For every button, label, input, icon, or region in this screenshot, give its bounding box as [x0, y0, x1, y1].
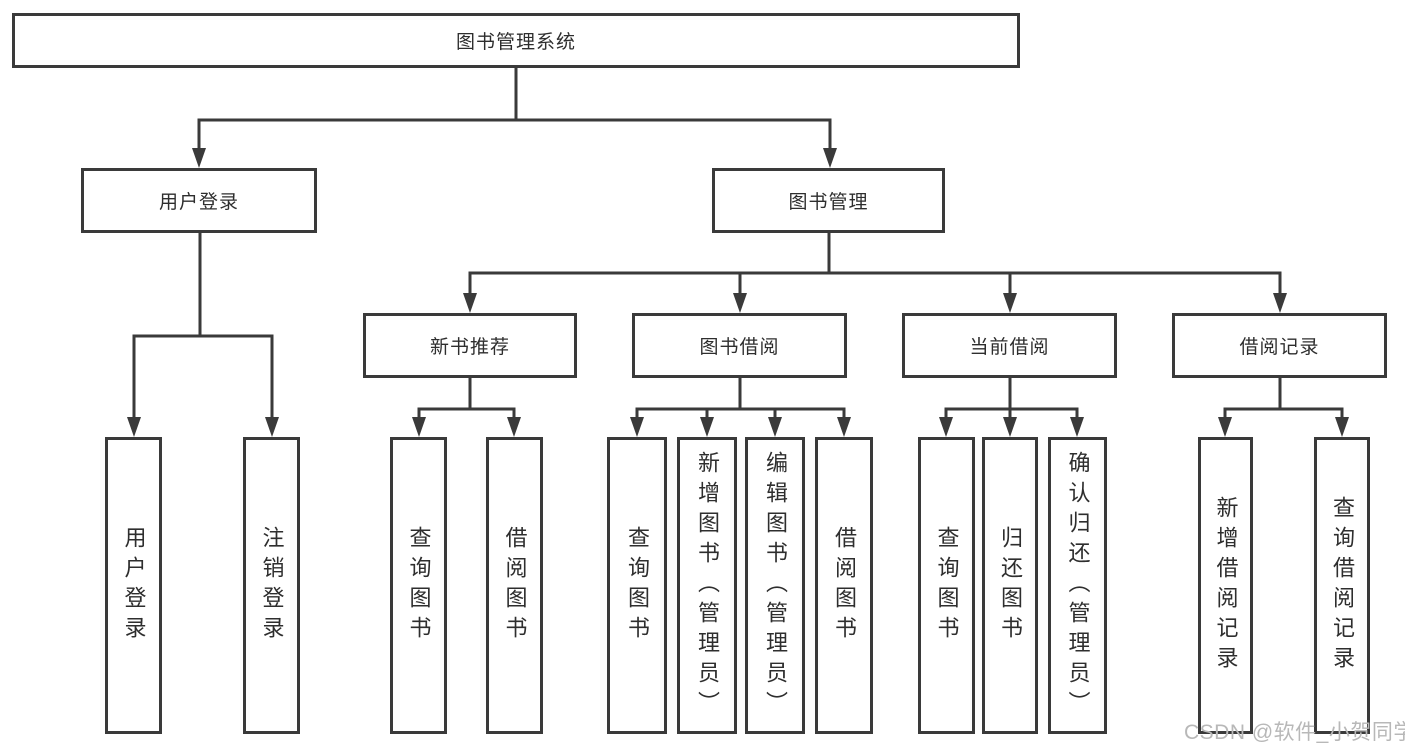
leaf-current-return-book: 归还图书 [982, 437, 1038, 734]
node-borrow-records: 借阅记录 [1172, 313, 1387, 378]
node-label: 查询图书 [406, 525, 432, 646]
node-label: 新增借阅记录 [1213, 495, 1239, 676]
leaf-borrow-query-book: 查询图书 [607, 437, 667, 734]
node-user-login: 用户登录 [81, 168, 317, 233]
node-label: 归还图书 [998, 525, 1023, 646]
node-label: 新书推荐 [429, 337, 510, 358]
node-label: 图书管理系统 [455, 32, 576, 53]
node-label: 图书借阅 [699, 337, 780, 358]
node-label: 图书管理 [788, 192, 869, 213]
node-label: 编辑图书（管理员） [763, 450, 788, 721]
node-current-borrowing: 当前借阅 [902, 313, 1117, 378]
leaf-user-login: 用户登录 [105, 437, 162, 734]
node-library-system: 图书管理系统 [12, 13, 1020, 68]
node-label: 确认归还（管理员） [1065, 450, 1091, 721]
leaf-logout: 注销登录 [243, 437, 300, 734]
leaf-current-confirm-return-admin: 确认归还（管理员） [1048, 437, 1107, 734]
node-label: 用户登录 [121, 525, 147, 646]
leaf-borrow-add-book-admin: 新增图书（管理员） [677, 437, 737, 734]
node-label: 查询图书 [625, 525, 650, 646]
node-label: 借阅记录 [1239, 337, 1320, 358]
node-book-management: 图书管理 [712, 168, 945, 233]
node-label: 用户登录 [158, 192, 239, 213]
leaf-recommend-borrow-book: 借阅图书 [486, 437, 543, 734]
node-label: 当前借阅 [969, 337, 1050, 358]
node-new-book-recommend: 新书推荐 [363, 313, 577, 378]
node-label: 查询借阅记录 [1330, 495, 1355, 676]
node-label: 注销登录 [259, 525, 285, 646]
node-book-borrowing: 图书借阅 [632, 313, 847, 378]
leaf-records-add-record: 新增借阅记录 [1198, 437, 1253, 734]
leaf-records-query-record: 查询借阅记录 [1314, 437, 1370, 734]
csdn-watermark: CSDN @软件_小贺同学 [1184, 721, 1405, 744]
node-label: 借阅图书 [832, 525, 857, 646]
leaf-borrow-borrow-book: 借阅图书 [815, 437, 873, 734]
node-label: 查询图书 [934, 525, 960, 646]
node-label: 借阅图书 [502, 525, 528, 646]
leaf-recommend-query-book: 查询图书 [390, 437, 447, 734]
leaf-current-query-book: 查询图书 [918, 437, 975, 734]
leaf-borrow-edit-book-admin: 编辑图书（管理员） [745, 437, 805, 734]
node-label: 新增图书（管理员） [695, 450, 720, 721]
